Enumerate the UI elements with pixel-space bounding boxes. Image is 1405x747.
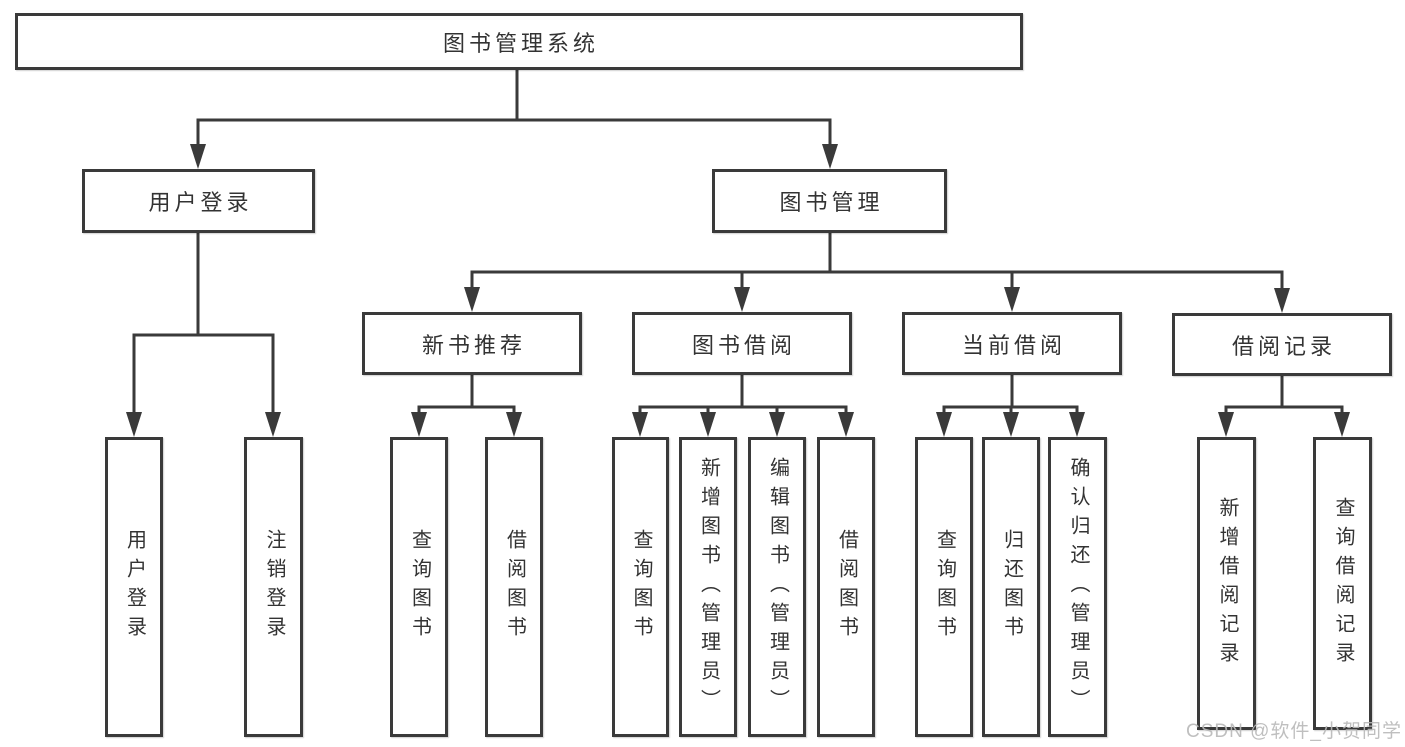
leaf-label: 借阅图书 <box>503 529 526 645</box>
leaf-label: 新增图书（管理员） <box>697 456 720 718</box>
node-book-management: 图书管理 <box>712 169 947 233</box>
leaf-logout-login: 注销登录 <box>244 437 303 737</box>
node-label: 借阅记录 <box>1231 333 1336 359</box>
node-borrowing-records: 借阅记录 <box>1172 313 1392 376</box>
leaf-user-login: 用户登录 <box>105 437 163 737</box>
leaf-label: 注销登录 <box>263 529 285 645</box>
leaf-label: 查询图书 <box>933 529 956 645</box>
leaf-bb-edit-books-admin: 编辑图书（管理员） <box>748 437 806 737</box>
leaf-label: 查询借阅记录 <box>1332 496 1354 671</box>
node-current-borrowing: 当前借阅 <box>902 312 1122 375</box>
node-label: 新书推荐 <box>421 332 526 358</box>
leaf-nbr-borrow-books: 借阅图书 <box>485 437 543 737</box>
leaf-cb-confirm-return-admin: 确认归还（管理员） <box>1048 437 1107 737</box>
node-label: 图书借阅 <box>691 332 796 358</box>
leaf-label: 用户登录 <box>123 529 146 645</box>
csdn-watermark: CSDN @软件_小贺同学 <box>1186 721 1402 742</box>
node-new-book-recommendation: 新书推荐 <box>362 312 582 375</box>
leaf-cb-return-books: 归还图书 <box>982 437 1040 737</box>
node-library-management-system: 图书管理系统 <box>15 13 1023 70</box>
leaf-label: 查询图书 <box>630 529 652 645</box>
leaf-label: 归还图书 <box>1000 529 1023 645</box>
leaf-label: 确认归还（管理员） <box>1067 456 1089 718</box>
node-label: 图书管理 <box>779 190 884 215</box>
node-label: 当前借阅 <box>961 332 1066 358</box>
leaf-label: 查询图书 <box>408 529 431 645</box>
node-label: 图书管理系统 <box>442 30 599 56</box>
leaf-bb-add-books-admin: 新增图书（管理员） <box>679 437 737 737</box>
leaf-cb-query-books: 查询图书 <box>915 437 973 737</box>
leaf-br-query-record: 查询借阅记录 <box>1313 437 1372 730</box>
node-user-login: 用户登录 <box>82 169 315 233</box>
leaf-nbr-query-books: 查询图书 <box>390 437 448 737</box>
leaf-bb-borrow-books: 借阅图书 <box>817 437 875 737</box>
node-label: 用户登录 <box>148 190 253 215</box>
leaf-label: 编辑图书（管理员） <box>766 456 789 718</box>
leaf-bb-query-books: 查询图书 <box>612 437 669 737</box>
leaf-label: 新增借阅记录 <box>1216 496 1238 671</box>
leaf-br-add-record: 新增借阅记录 <box>1197 437 1256 730</box>
node-book-borrowing: 图书借阅 <box>632 312 852 375</box>
leaf-label: 借阅图书 <box>835 529 858 645</box>
